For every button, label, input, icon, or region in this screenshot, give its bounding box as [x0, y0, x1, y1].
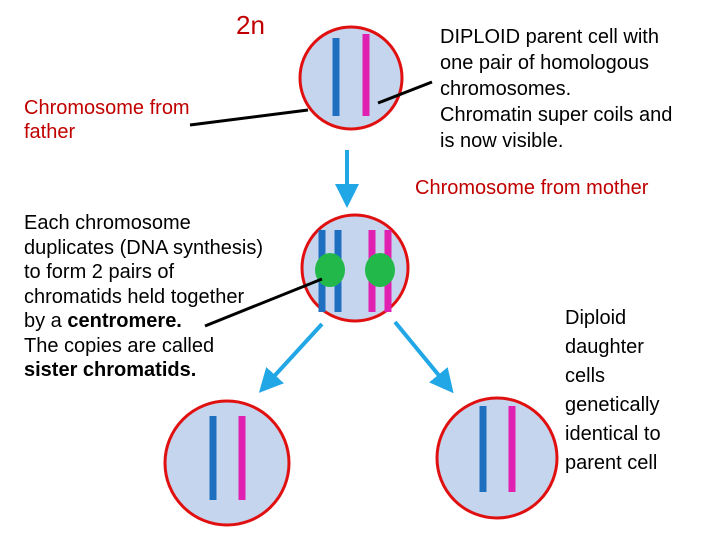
centromere-pointer-line — [204, 277, 323, 328]
duplicated-cell — [300, 213, 410, 323]
chromosome-from-mother-label: Chromosome from mother — [415, 177, 649, 199]
centromere-term: centromere. — [67, 310, 182, 332]
parent-cell-membrane — [298, 25, 404, 131]
duplication-description: Each chromosome duplicates (DNA synthesi… — [24, 211, 304, 383]
parent-cell — [298, 25, 404, 131]
parent-cell-description: DIPLOID parent cell with one pair of hom… — [440, 26, 673, 152]
centromere — [315, 253, 345, 287]
duplication-intro: Each chromosome duplicates (DNA synthesi… — [24, 212, 263, 332]
duplicated-cell-membrane — [300, 213, 410, 323]
father-pointer-line — [189, 108, 309, 127]
arrow-down-left-icon — [258, 322, 324, 393]
chromosome-from-father-label: Chromosome from father — [24, 97, 190, 143]
centromere — [365, 253, 395, 287]
daughter-cells-description: Diploid daughter cells genetically ident… — [565, 307, 661, 474]
copies-intro: The copies are called — [24, 334, 215, 357]
arrow-down-right-icon — [393, 320, 454, 394]
ploidy-label: 2n — [236, 10, 265, 40]
daughter-cell-membrane — [163, 399, 291, 527]
daughter-cell-membrane — [435, 396, 559, 520]
sister-chromatids-term: sister chromatids. — [24, 359, 197, 381]
mother-pointer-line — [377, 80, 433, 105]
daughter-cell-right — [435, 396, 559, 520]
daughter-cell-left — [163, 399, 291, 527]
